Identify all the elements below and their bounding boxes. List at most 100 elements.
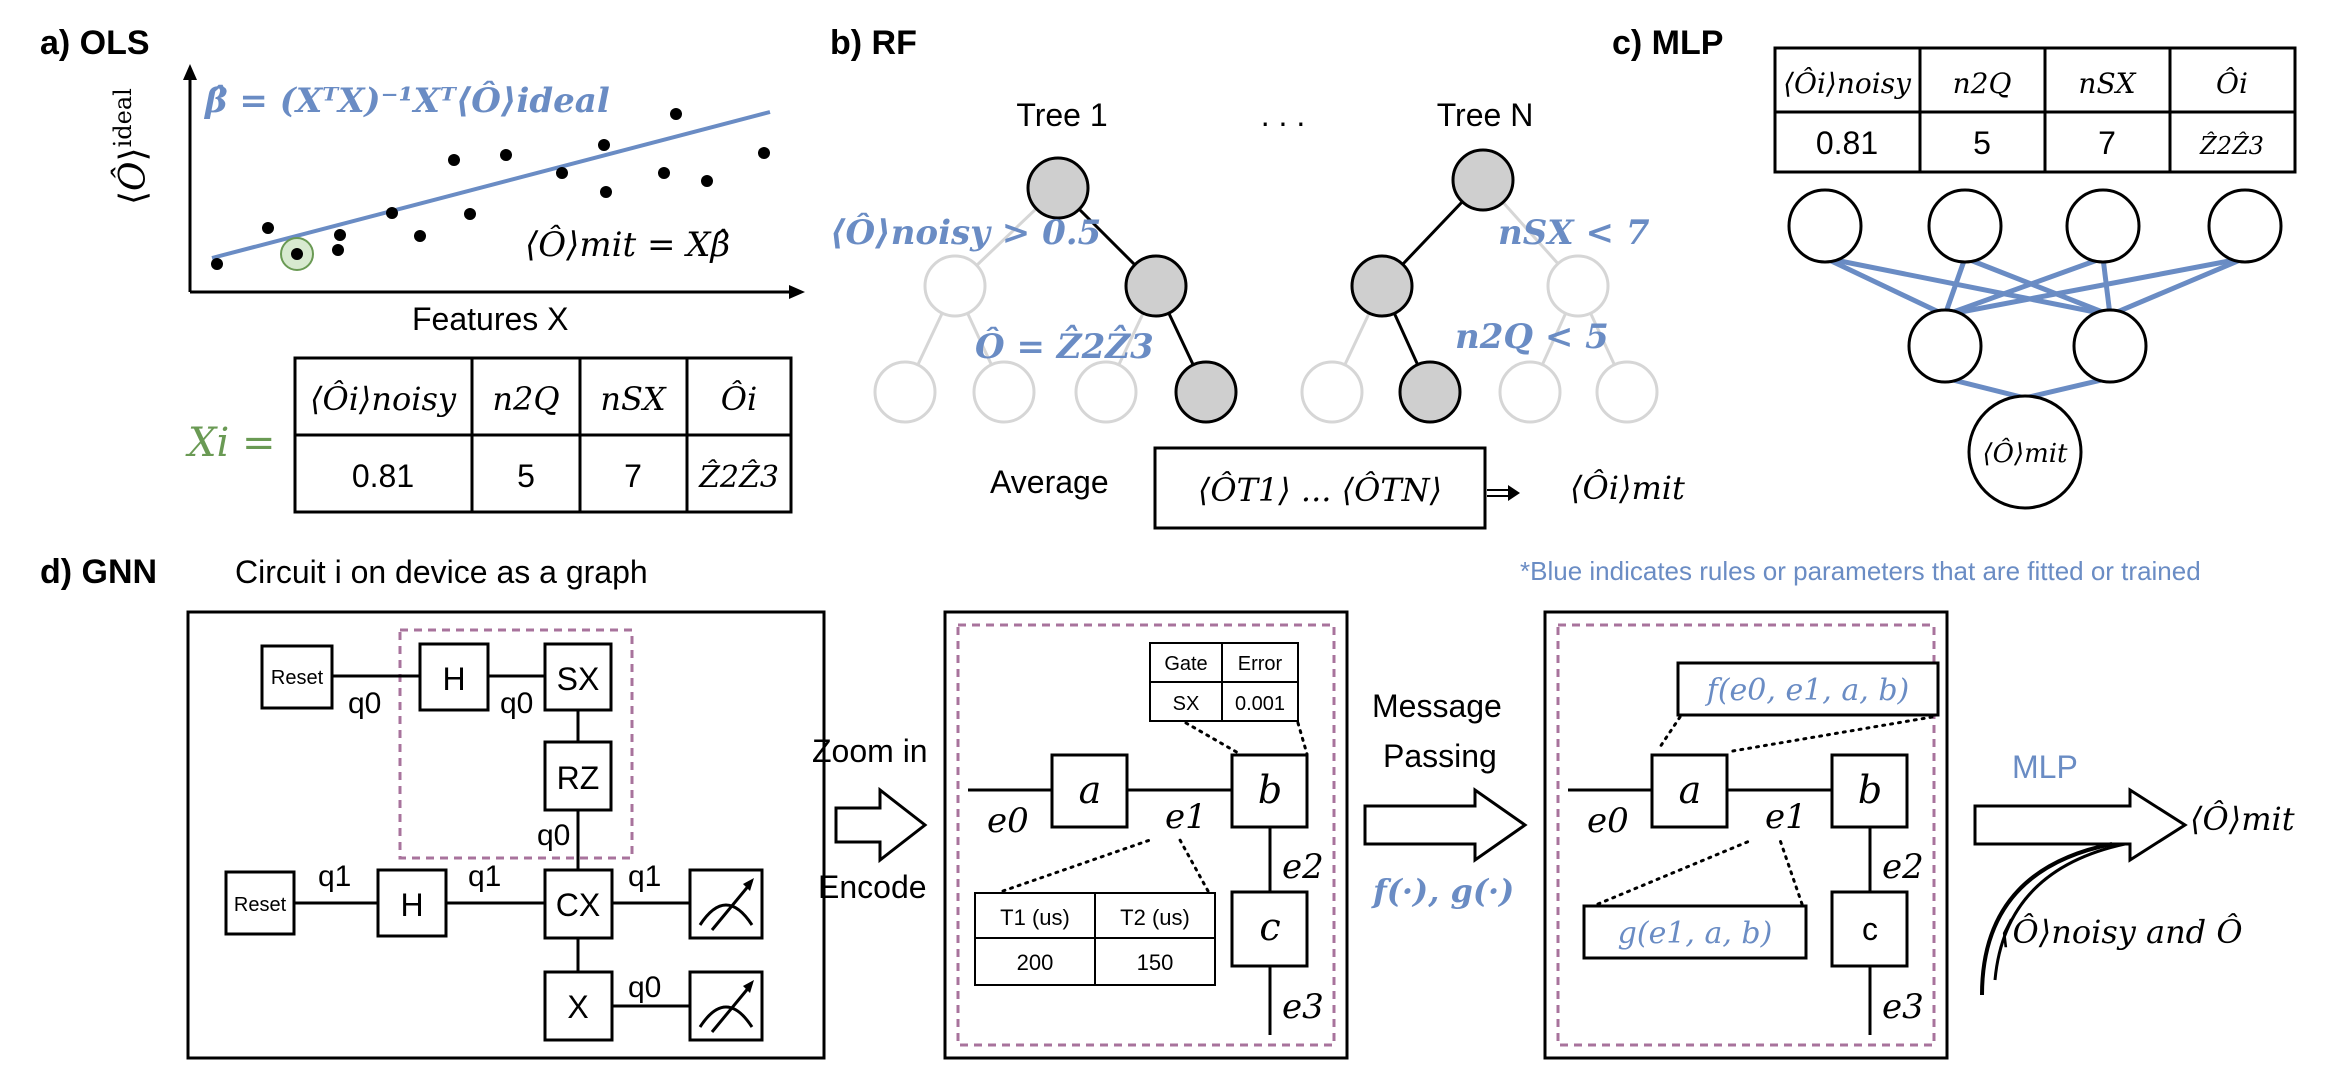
t-table-pointer-right: [1178, 838, 1210, 893]
table-c-h1: ⟨Ôi⟩noisy: [1783, 66, 1912, 100]
reset-gate-1: [260, 644, 334, 710]
enc-node-c: [1230, 890, 1309, 968]
enc-node-b: [1230, 753, 1309, 829]
table-a-h4: Ôi: [721, 380, 757, 418]
enc-node-a: [1050, 753, 1129, 829]
panel-a-xlabel: Features X: [412, 301, 569, 337]
table-a-h1: ⟨Ôi⟩noisy: [310, 380, 457, 418]
mp-node-b: [1830, 753, 1909, 829]
panel-b: b) RF Tree 1 . . . Tree N: [830, 24, 1685, 530]
message-passing-arrow: [1363, 787, 1528, 863]
enc-node-a-label: a: [1079, 768, 1102, 812]
average-box: [1153, 446, 1487, 530]
enc-node-c-label: c: [1259, 905, 1280, 949]
tree-1: [873, 156, 1238, 424]
tree1-label: Tree 1: [1016, 97, 1107, 133]
table-c-v4: Ẑ2Ẑ3: [2199, 131, 2264, 160]
gate-table-pointer-right: [1296, 721, 1309, 756]
average-label: Average: [990, 464, 1109, 500]
h-gate-2: [376, 868, 448, 938]
mlp-input-node-3: [2065, 188, 2141, 264]
y-axis-arrowhead: [183, 64, 197, 80]
table-a-v3: 7: [624, 458, 642, 494]
x-gate: [543, 970, 614, 1042]
mp-edge-e0: e0: [1587, 801, 1629, 841]
qubit-label-q1a: q1: [318, 860, 351, 893]
table-a-v1: 0.81: [352, 458, 414, 494]
message-passing-label-1: Message: [1372, 688, 1502, 724]
reset-gate-2-label: Reset: [234, 894, 287, 916]
table-c-h3: nSX: [2078, 67, 2136, 100]
mlp-arrow: [1973, 787, 2188, 863]
panel-a-header: a) OLS: [40, 24, 150, 62]
g-function-label: g(e1, a, b): [1618, 916, 1773, 951]
mlp-input-node-4: [2207, 188, 2283, 264]
treeN-label: Tree N: [1437, 97, 1534, 133]
mp-node-c-label: c: [1862, 911, 1878, 947]
mp-edge-e1: e1: [1765, 797, 1807, 837]
rule-n2q: n2Q < 5: [1455, 317, 1609, 357]
table-a-h3: nSX: [600, 380, 667, 418]
encoded-inner: [956, 623, 1336, 1047]
t-table-h2: T2 (us): [1120, 905, 1190, 930]
mlp-label: MLP: [2012, 749, 2078, 785]
enc-edge-e2: e2: [1282, 847, 1324, 887]
mlp-curve-arrow: [1980, 842, 2113, 996]
ellipsis: . . .: [1261, 97, 1305, 133]
table-a-h2: n2Q: [492, 380, 559, 418]
mlp-output-node: [1967, 394, 2083, 510]
qubit-label-q0b: q0: [500, 687, 533, 720]
enc-edge-e1: e1: [1165, 797, 1207, 837]
reset-gate-2: [224, 870, 296, 936]
panel-c-table: ⟨Ôi⟩noisy n2Q nSX Ôi 0.81 5 7 Ẑ2Ẑ3: [1773, 46, 2297, 174]
t-table-pointer-left: [1001, 838, 1152, 893]
panel-a-table: ⟨Ôi⟩noisy n2Q nSX Ôi 0.81 5 7 Ẑ2Ẑ3: [293, 356, 793, 514]
h-gate-1: [418, 642, 490, 712]
table-a-v2: 5: [517, 458, 535, 494]
t1-t2-table: T1 (us) T2 (us) 200 150: [974, 892, 1216, 986]
g-function-box: [1582, 904, 1808, 960]
fg-label: f(·), g(·): [1371, 872, 1514, 910]
table-c-v2: 5: [1973, 125, 1991, 161]
mlp-output-label: ⟨Ô⟩mit: [1982, 437, 2068, 469]
gate-table-v1: SX: [1173, 693, 1200, 715]
rz-gate-label: RZ: [557, 760, 600, 796]
rz-gate: [543, 740, 613, 812]
qubit-label-q0d: q0: [628, 971, 661, 1004]
circuit-zoom-region: [398, 628, 634, 860]
qubit-label-q0c: q0: [537, 819, 570, 852]
table-c-v1: 0.81: [1816, 125, 1878, 161]
table-c-h4: Ôi: [2216, 66, 2248, 100]
mp-node-a: [1650, 753, 1729, 829]
mp-edge-e3: e3: [1882, 987, 1924, 1027]
panel-a: a) OLS ⟨Ô⟩ideal Features X: [40, 24, 805, 514]
f-function-label: f(e0, e1, a, b): [1705, 673, 1910, 708]
gate-table-h1: Gate: [1164, 653, 1207, 675]
panel-c: c) MLP ⟨Ôi⟩noisy n2Q nSX Ôi 0.81 5 7 Ẑ2Ẑ…: [1612, 24, 2297, 510]
enc-node-b-label: b: [1258, 768, 1282, 812]
beta-formula: β̂ = (XᵀX)⁻¹Xᵀ⟨Ô⟩ideal: [203, 80, 610, 121]
zoom-arrow: [834, 786, 928, 864]
x-gate-label: X: [567, 989, 588, 1025]
measure-gate-1: [688, 868, 764, 940]
message-passing-label-2: Passing: [1383, 738, 1497, 774]
rule-observable: Ô = Ẑ2Ẑ3: [975, 325, 1154, 367]
average-output: ⟨Ôi⟩mit: [1570, 469, 1685, 507]
t-table-v2: 150: [1137, 950, 1174, 975]
xi-label: Xi =: [185, 420, 276, 466]
sx-gate-label: SX: [557, 661, 600, 697]
zoom-in-label: Zoom in: [812, 733, 928, 769]
tree-n: [1300, 148, 1659, 424]
f-function-box: [1676, 661, 1940, 717]
mp-node-c: [1830, 890, 1909, 968]
f-pointer-right: [1725, 715, 1934, 754]
rule-noisy: ⟨Ô⟩noisy > 0.5: [830, 212, 1101, 253]
mp-node-a-label: a: [1679, 768, 1702, 812]
scatter-points: [211, 108, 770, 270]
mp-node-b-label: b: [1858, 768, 1882, 812]
mlp-output: ⟨Ô⟩mit: [2190, 800, 2295, 838]
qubit-label-q1c: q1: [628, 860, 661, 893]
t-table-h1: T1 (us): [1000, 905, 1070, 930]
mp-edge-e2: e2: [1882, 847, 1924, 887]
